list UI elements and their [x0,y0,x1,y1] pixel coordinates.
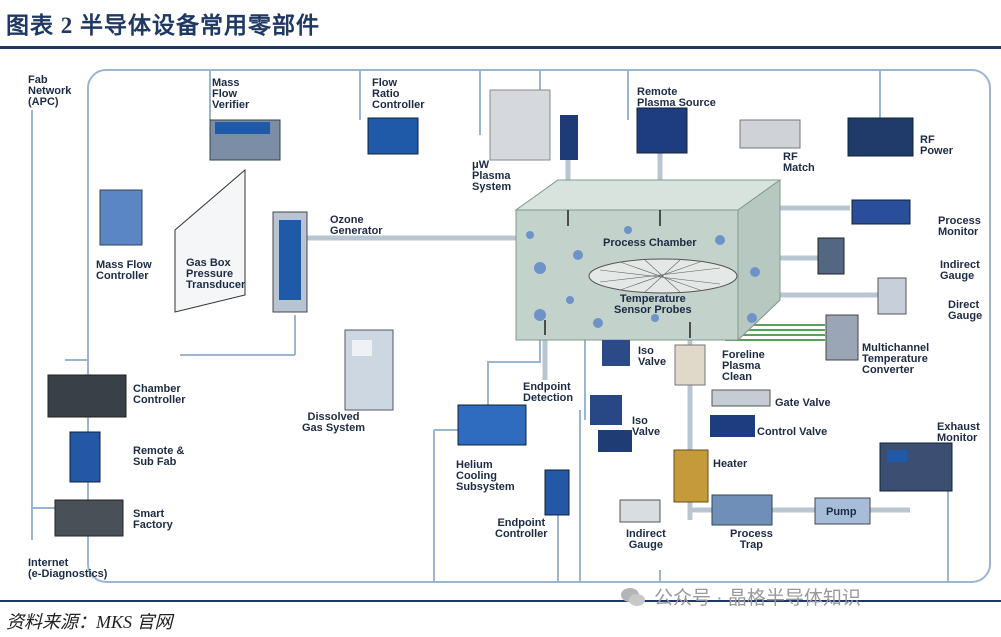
source-note: 资料来源：MKS 官网 [6,612,173,632]
bottom-rule [0,600,1001,602]
equipment-diagram [31,69,991,583]
label-rf-match: RF Match [783,151,815,174]
label-ozone-generator: Ozone Generator [330,214,383,237]
label-endpoint-controller: Endpoint Controller [495,517,548,540]
figure-title: 图表 2 半导体设备常用零部件 [6,13,320,38]
label-endpoint-detection: Endpoint Detection [523,381,574,404]
label-internet: Internet (e-Diagnostics) [28,557,108,580]
label-process-chamber: Process Chamber [603,237,697,249]
label-gas-box: Gas Box Pressure Transducer [186,257,246,291]
label-process-monitor: Process Monitor [938,215,981,238]
label-iso-valve-top: Iso Valve [638,345,667,368]
label-multichannel-converter: Multichannel Temperature Converter [862,342,930,376]
label-remote-subfab: Remote & Sub Fab [133,445,185,468]
label-indirect-gauge-right: Indirect Gauge [940,259,980,282]
label-process-trap: Process Trap [730,528,773,551]
label-mass-flow-controller: Mass Flow Controller [96,259,152,282]
label-foreline-plasma-clean: Foreline Plasma Clean [722,349,765,383]
wechat-icon [621,587,645,606]
device-icons [47,89,953,537]
watermark: 公众号 · 晶格半导体知识 [620,583,861,610]
watermark-text: 公众号 · 晶格半导体知识 [654,588,861,609]
label-pump: Pump [826,506,857,518]
top-rule [0,46,1001,49]
label-heater: Heater [713,458,748,470]
label-indirect-gauge-bottom: Indirect Gauge [626,528,666,551]
label-direct-gauge: Direct Gauge [948,299,983,322]
label-rf-power: RF Power [920,134,954,157]
label-temperature-probes: Temperature Sensor Probes [614,293,692,316]
label-control-valve: Control Valve [757,426,828,438]
label-chamber-controller: Chamber Controller [133,383,186,406]
label-iso-valve-bottom: Iso Valve [632,415,661,438]
process-chamber [514,179,782,342]
label-uw-plasma-system: μW Plasma System [472,159,512,193]
label-flow-ratio-controller: Flow Ratio Controller [372,77,425,111]
label-dissolved-gas: Dissolved Gas System [302,411,365,434]
label-exhaust-monitor: Exhaust Monitor [937,421,980,444]
label-mass-flow-verifier: Mass Flow Verifier [212,77,250,111]
label-smart-factory: Smart Factory [133,508,173,531]
label-remote-plasma-source: Remote Plasma Source [637,86,716,109]
label-helium-cooling: Helium Cooling Subsystem [456,459,515,493]
network-lines [31,69,991,583]
label-gate-valve: Gate Valve [775,397,831,409]
label-fab-network: Fab Network (APC) [28,74,72,108]
